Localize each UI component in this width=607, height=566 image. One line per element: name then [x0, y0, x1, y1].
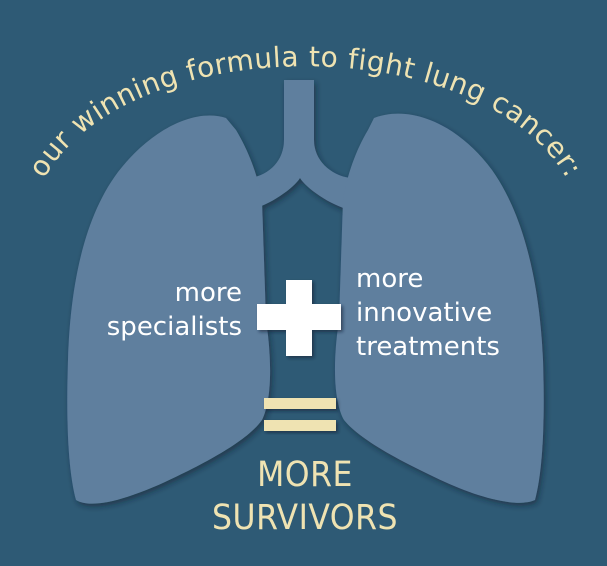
left-term: more specialists — [66, 276, 242, 344]
plus-sign — [257, 280, 341, 356]
equals-sign — [264, 398, 336, 431]
result-line-1: MORE — [257, 455, 353, 495]
right-term: more innovative treatments — [356, 262, 556, 364]
right-term-line-1: more — [356, 264, 424, 294]
result-line-2: SURVIVORS — [212, 498, 398, 538]
right-term-line-3: treatments — [356, 332, 500, 362]
left-term-line-1: more — [174, 278, 242, 308]
right-lung-shape — [334, 113, 544, 503]
left-term-line-2: specialists — [106, 312, 242, 342]
trachea-shape — [250, 80, 350, 210]
right-term-line-2: innovative — [356, 298, 493, 328]
left-lung-shape — [67, 115, 271, 504]
